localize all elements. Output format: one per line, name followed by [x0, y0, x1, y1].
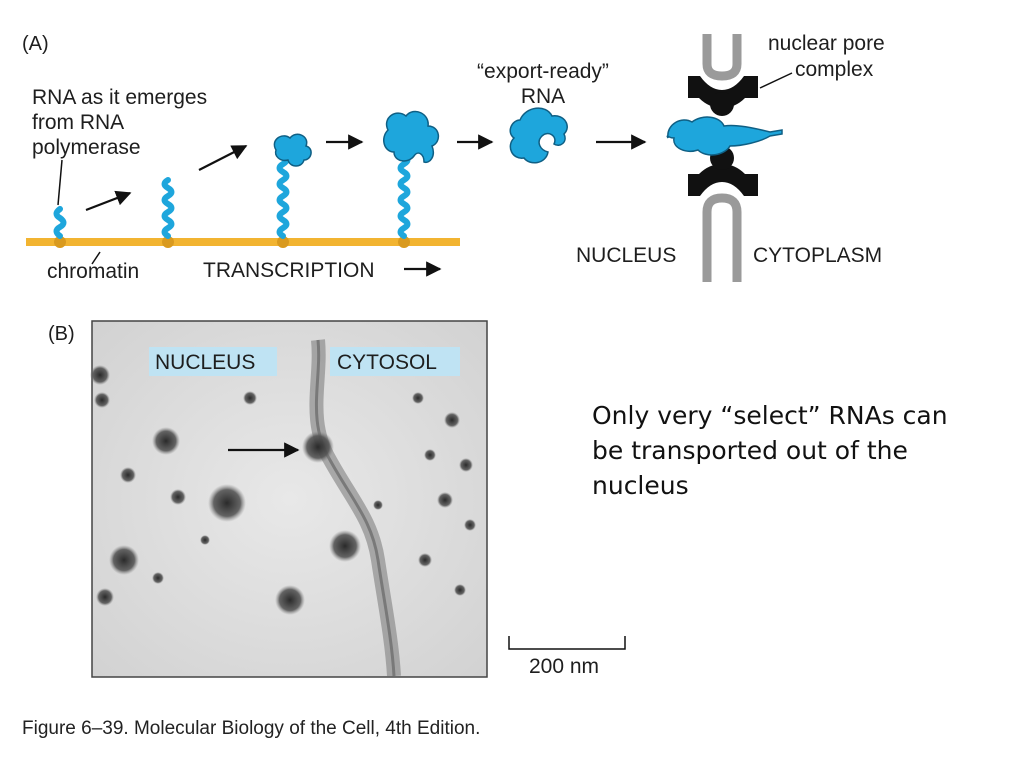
- figure-caption: Figure 6–39. Molecular Biology of the Ce…: [22, 718, 481, 739]
- cytoplasm-label: CYTOPLASM: [753, 244, 882, 267]
- cytosol-label: CYTOSOL: [337, 351, 437, 374]
- emerging-label-line-2: from RNA: [32, 111, 124, 134]
- rna-in-pore: [666, 116, 783, 156]
- pore-ring-bottom: [688, 164, 758, 196]
- chromatin-leader-line: [91, 251, 101, 265]
- pore-label-line-1: nuclear pore: [768, 32, 885, 55]
- rna-stage-1: [53, 206, 67, 239]
- note-line-1: Only very “select” RNAs can: [592, 401, 948, 430]
- pore-membrane-top: [702, 34, 742, 81]
- flow-arrow: [85, 190, 132, 212]
- rna-stages: [53, 107, 568, 239]
- panel-b-label: (B): [48, 323, 75, 345]
- pore-label-line-2: complex: [795, 58, 874, 81]
- rna-stage-2: [161, 177, 175, 239]
- flow-arrows: [85, 134, 647, 212]
- emerging-label-line-3: polymerase: [32, 136, 141, 159]
- panel-b: (B): [48, 320, 626, 678]
- export-ready-rna: [509, 107, 568, 164]
- panel-a-label: (A): [22, 33, 49, 55]
- emerging-leader-line: [57, 159, 63, 206]
- nucleus-label-box: [149, 347, 277, 376]
- pore-knob-top: [710, 92, 734, 116]
- emerging-rna-label: RNA as it emerges from RNA polymerase: [32, 86, 207, 159]
- chromatin-label: chromatin: [47, 260, 139, 283]
- micrograph: NUCLEUS CYTOSOL: [90, 320, 488, 678]
- scale-bar: [508, 636, 626, 650]
- polymerase-dots: [54, 236, 410, 248]
- rnp-particles: [90, 365, 476, 615]
- export-ready-label-line-2: RNA: [521, 85, 565, 108]
- export-ready-label-line-1: “export-ready”: [477, 60, 609, 83]
- pore-ring-top: [688, 76, 758, 108]
- cytosol-label-box: [330, 347, 460, 376]
- pore-membrane-bottom: [702, 193, 742, 282]
- nucleus-label-a: NUCLEUS: [576, 244, 676, 267]
- pore-leader-line: [759, 72, 793, 89]
- polymerase-dot: [398, 236, 410, 248]
- note-text: Only very “select” RNAs can be transport…: [592, 398, 992, 503]
- emerging-label-line-1: RNA as it emerges: [32, 86, 207, 109]
- nuclear-pore-complex: [666, 34, 783, 282]
- scale-label: 200 nm: [529, 655, 599, 678]
- polymerase-dot: [277, 236, 289, 248]
- note-line-2: be transported out of the: [592, 436, 908, 465]
- flow-arrow: [198, 145, 248, 171]
- nucleus-label-b: NUCLEUS: [155, 351, 255, 374]
- polymerase-dot: [54, 236, 66, 248]
- panel-a: (A) RNA as it emerges from RNA polymeras…: [22, 32, 885, 283]
- polymerase-dot: [162, 236, 174, 248]
- rna-stage-4: [383, 110, 440, 239]
- note-line-3: nucleus: [592, 471, 689, 500]
- rna-stage-3: [273, 133, 312, 239]
- transcription-label: TRANSCRIPTION: [203, 259, 375, 282]
